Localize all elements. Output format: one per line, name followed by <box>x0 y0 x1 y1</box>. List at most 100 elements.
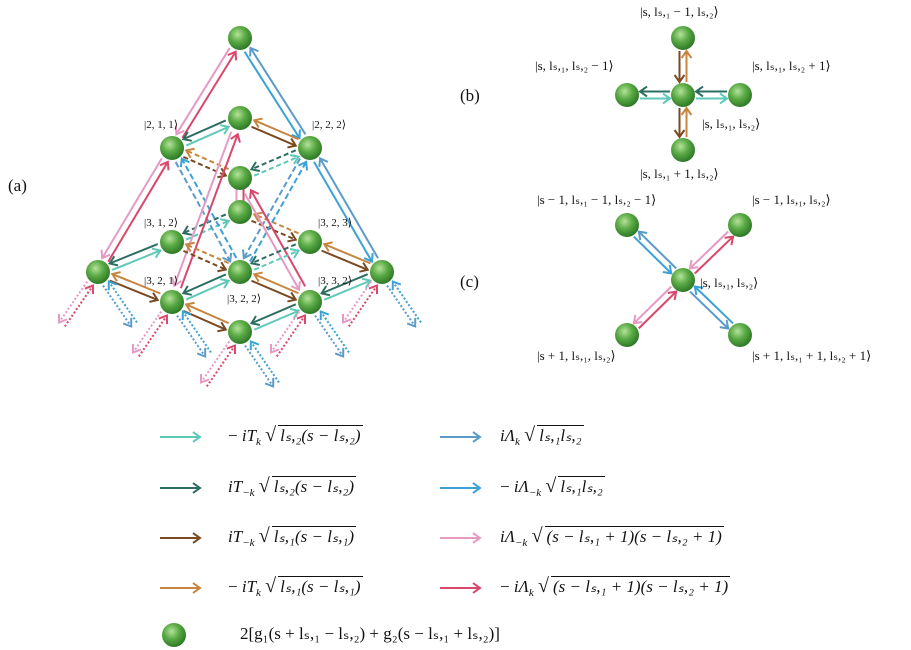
transition-arrow <box>181 310 212 354</box>
state-label: |s − 1, lₛ,₁ − 1, lₛ,₂ − 1⟩ <box>537 192 657 207</box>
legend-radicand: lₛ,₁lₛ,₂ <box>537 425 584 445</box>
transition-arrow <box>244 344 275 388</box>
legend-entry: − iΛ−k √lₛ,₁lₛ,₂ <box>500 475 605 499</box>
legend-subscript: k <box>528 587 534 599</box>
state-node <box>615 83 639 107</box>
transition-arrow <box>252 211 299 235</box>
legend-radicand: lₛ,₁(s − lₛ,₁) <box>278 576 363 596</box>
transition-arrow <box>185 218 231 241</box>
sqrt-icon: √ <box>524 424 536 446</box>
transition-arrow <box>171 131 233 288</box>
state-node <box>671 138 695 162</box>
state-label: |s − 1, lₛ,₁, lₛ,₂⟩ <box>752 192 831 207</box>
transition-arrow <box>249 243 297 266</box>
legend-radicand: (s − lₛ,₁ + 1)(s − lₛ,₂ + 1) <box>550 576 731 596</box>
sqrt-icon: √ <box>258 525 270 547</box>
transition-arrow <box>131 310 163 354</box>
legend-entry: iΛ−k √(s − lₛ,₁ + 1)(s − lₛ,₂ + 1) <box>500 525 724 549</box>
state-label: |3, 1, 2⟩ <box>144 217 178 229</box>
transition-arrow <box>314 314 345 358</box>
transition-arrow <box>108 243 159 267</box>
legend-operator: iT <box>241 577 257 596</box>
state-node <box>370 260 394 284</box>
transition-arrow <box>253 248 301 271</box>
transition-arrow <box>100 157 163 260</box>
legend-sign: − <box>228 577 242 596</box>
transition-arrow <box>57 280 89 324</box>
state-label: |s, lₛ,₁, lₛ,₂⟩ <box>702 116 761 131</box>
transition-arrow <box>249 160 308 263</box>
transition-arrow <box>319 310 350 354</box>
legend-subscript: −k <box>242 487 255 499</box>
state-node <box>160 290 184 314</box>
transition-arrow <box>673 108 686 139</box>
transition-arrow <box>110 271 161 295</box>
transition-arrow <box>243 51 301 140</box>
state-node <box>228 320 252 344</box>
state-node <box>728 323 752 347</box>
state-node <box>298 290 322 314</box>
transition-arrow <box>269 310 301 354</box>
transition-arrow <box>313 161 374 264</box>
transition-arrow <box>181 50 238 139</box>
transition-arrow <box>694 235 735 275</box>
legend-operator: iΛ <box>500 527 515 546</box>
transition-arrow <box>322 241 371 265</box>
legend-entry: iT−k √lₛ,₁(s − lₛ,₁) <box>228 525 357 549</box>
transition-arrow <box>182 155 228 179</box>
transition-arrow <box>107 280 138 324</box>
legend-radicand: (s − lₛ,₁ + 1)(s − lₛ,₂ + 1) <box>544 526 724 546</box>
transition-arrow <box>253 154 301 177</box>
transition-arrow <box>689 290 730 330</box>
legend-entry: − iTk √lₛ,₂(s − lₛ,₂) <box>228 424 363 448</box>
state-node <box>228 200 252 224</box>
legend-subscript: k <box>515 436 520 448</box>
state-node <box>228 26 252 50</box>
state-label: |s, lₛ,₁, lₛ,₂⟩ <box>700 275 759 290</box>
transition-arrow <box>249 149 297 172</box>
legend-arrow <box>160 532 202 544</box>
transition-arrow <box>63 284 95 328</box>
transition-arrow <box>673 51 686 84</box>
transition-arrow <box>181 273 227 296</box>
transition-arrow <box>174 47 231 136</box>
transition-arrow <box>632 285 672 325</box>
legend-radicand: lₛ,₁lₛ,₂ <box>558 476 605 496</box>
sqrt-icon: √ <box>258 475 270 497</box>
legend-sign: − <box>228 426 242 445</box>
legend-entry: − iTk √lₛ,₁(s − lₛ,₁) <box>228 575 363 599</box>
transition-arrow <box>693 285 734 325</box>
legend-operator: iT <box>228 477 243 496</box>
state-label: |2, 2, 2⟩ <box>312 119 346 131</box>
state-label: |s, lₛ,₁ − 1, lₛ,₂⟩ <box>640 4 719 19</box>
state-label: |3, 2, 1⟩ <box>144 275 178 287</box>
state-label: |3, 2, 3⟩ <box>318 217 352 229</box>
state-node <box>298 136 322 160</box>
sqrt-icon: √ <box>265 424 277 446</box>
legend-radicand: lₛ,₁(s − lₛ,₁) <box>271 526 357 546</box>
transition-arrow <box>107 160 170 263</box>
legend-arrow <box>160 431 202 443</box>
sqrt-icon: √ <box>545 475 557 497</box>
state-node <box>298 230 322 254</box>
legend-entry: iΛk √lₛ,₁lₛ,₂ <box>500 424 584 448</box>
node-legend-text: 2[g₁(s + lₛ,₁ − lₛ,₂) + g₂(s − lₛ,₁ + lₛ… <box>240 624 500 643</box>
transition-arrow <box>182 249 228 273</box>
transition-arrow <box>184 147 230 171</box>
transition-arrow <box>694 85 727 98</box>
state-label: |s, lₛ,₁, lₛ,₂ − 1⟩ <box>535 58 614 73</box>
state-node <box>228 166 252 190</box>
legend-subscript: k <box>256 436 261 448</box>
transition-arrow <box>637 230 677 270</box>
legend-operator: iΛ <box>513 577 529 596</box>
state-label: |s + 1, lₛ,₁ + 1, lₛ,₂ + 1⟩ <box>752 348 872 363</box>
sqrt-icon: √ <box>265 575 277 597</box>
state-node <box>671 26 695 50</box>
transition-arrow <box>174 161 233 263</box>
legend-arrow <box>440 582 482 594</box>
legend-sign: − <box>500 577 514 596</box>
transition-arrow <box>243 193 301 292</box>
transition-arrow <box>252 271 299 295</box>
transition-arrow <box>319 273 369 297</box>
